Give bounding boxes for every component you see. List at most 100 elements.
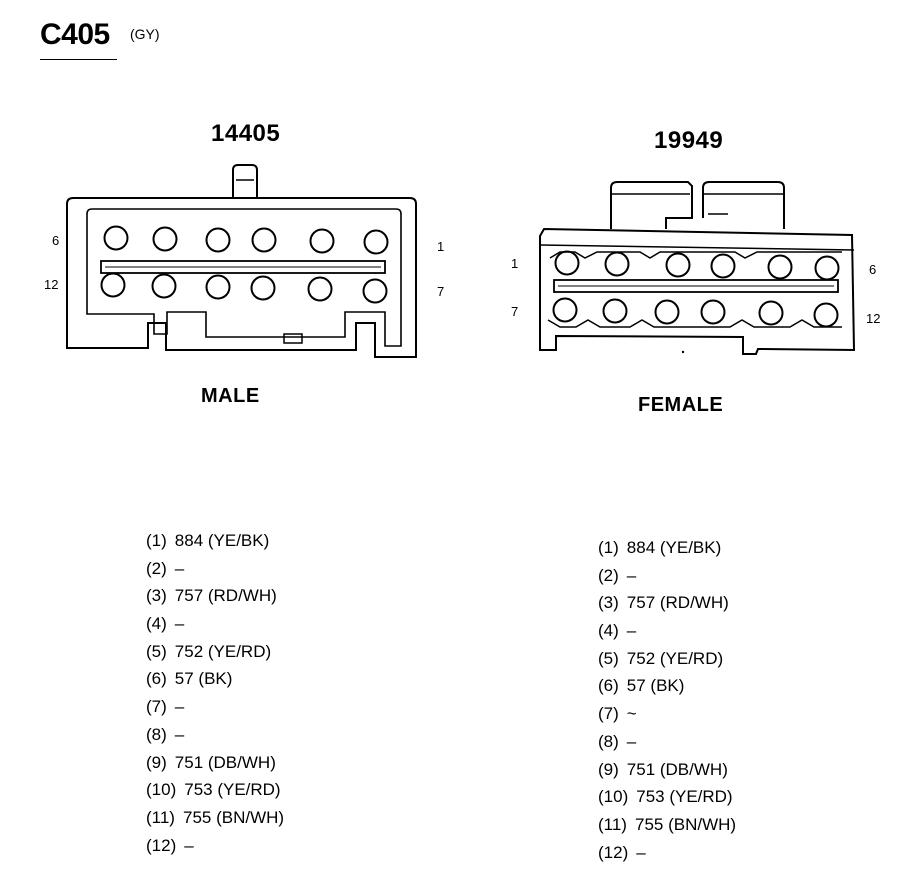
female-pin-circuit: – [626, 621, 637, 641]
male-connector [66, 164, 417, 358]
female-pin-circuit: – [626, 565, 637, 585]
male-pin-row: (5) 752 (YE/RD) [146, 642, 284, 670]
connector-diagram: 6 12 1 7 1 7 6 12 [44, 164, 880, 358]
male-pin-circuit: 57 (BK) [174, 669, 233, 689]
male-latch [232, 164, 258, 198]
female-pin-circuit: 751 (DB/WH) [626, 759, 728, 779]
male-pin-label-12: 12 [44, 277, 58, 292]
female-pin-circuit: – [636, 842, 646, 862]
female-pins-top [554, 250, 840, 281]
female-pins-bottom [552, 297, 839, 328]
male-pin-circuit: – [174, 614, 185, 634]
male-pin-row: (1) 884 (YE/BK) [146, 531, 284, 559]
male-pin-number: (10) [146, 780, 177, 800]
female-pin-number: (9) [598, 759, 619, 779]
female-pin-number: (8) [598, 731, 619, 751]
female-connector [539, 181, 856, 355]
female-pin-number: (12) [598, 842, 629, 862]
male-label: MALE [201, 385, 260, 407]
female-pin-circuit: 753 (YE/RD) [636, 787, 733, 807]
male-pin-row: (11) 755 (BN/WH) [146, 808, 284, 836]
male-pin-number: (11) [146, 807, 175, 827]
female-pin-circuit: – [626, 731, 637, 751]
male-pin-label-6: 6 [52, 233, 59, 248]
male-pin-number: (5) [146, 641, 167, 661]
female-pin-circuit: 884 (YE/BK) [626, 538, 722, 557]
male-inner-outline [86, 208, 402, 347]
female-pin-row: (4)– [598, 621, 736, 649]
male-pin-circuit: 751 (DB/WH) [174, 752, 276, 772]
male-pin-row: (2)– [146, 559, 284, 587]
female-pin-number: (11) [598, 814, 627, 834]
male-pin-row: (10) 753 (YE/RD) [146, 780, 284, 808]
female-pin-label-7: 7 [511, 304, 518, 319]
female-pin-number: (4) [598, 621, 619, 641]
male-pin-row: (4)– [146, 614, 284, 642]
female-part-number: 19949 [654, 127, 724, 154]
male-pin-label-1: 1 [437, 239, 444, 254]
male-pin-row: (12)– [146, 836, 284, 864]
male-pin-circuit: – [174, 558, 185, 578]
female-pin-number: (6) [598, 676, 619, 696]
male-pin-number: (3) [146, 586, 167, 606]
female-center-bar [553, 279, 839, 293]
male-pin-circuit: 753 (YE/RD) [184, 780, 281, 800]
female-pin-row: (8)– [598, 732, 736, 760]
female-pin-row: (5) 752 (YE/RD) [598, 649, 736, 677]
connector-color: (GY) [130, 26, 160, 42]
female-pin-row: (3) 757 (RD/WH) [598, 593, 736, 621]
female-housing [539, 227, 856, 355]
title-underline [40, 59, 117, 60]
female-pin-list: (1)884 (YE/BK)(2)–(3)757 (RD/WH)(4)–(5)7… [598, 538, 736, 870]
male-pin-number: (8) [146, 724, 167, 744]
female-latch-right [702, 181, 785, 229]
male-pin-circuit: 757 (RD/WH) [174, 586, 277, 606]
female-pin-row: (7) ~ [598, 704, 736, 732]
male-pin-list: (1)884 (YE/BK)(2)–(3)757 (RD/WH)(4)–(5)7… [146, 531, 284, 863]
female-pin-number: (10) [598, 787, 629, 807]
female-pin-circuit: 757 (RD/WH) [626, 593, 729, 613]
female-inner-top [549, 251, 842, 259]
male-pin-number: (7) [146, 697, 167, 717]
male-pin-circuit: 752 (YE/RD) [174, 641, 272, 661]
female-label: FEMALE [638, 394, 724, 416]
male-pin-circuit: 755 (BN/WH) [182, 807, 285, 827]
male-pin-number: (9) [146, 752, 167, 772]
male-pin-number: (1) [146, 531, 167, 550]
female-pin-row: (6) 57 (BK) [598, 676, 736, 704]
female-pin-number: (1) [598, 538, 619, 557]
female-pin-number: (5) [598, 648, 619, 668]
male-pin-row: (8)– [146, 725, 284, 753]
female-pin-row: (12)– [598, 843, 736, 871]
male-pin-number: (12) [146, 835, 177, 855]
female-pin-number: (3) [598, 593, 619, 613]
male-pins-top [103, 225, 389, 255]
male-pin-row: (7)– [146, 697, 284, 725]
male-pin-circuit: 884 (YE/BK) [174, 531, 270, 550]
male-pin-label-7: 7 [437, 284, 444, 299]
female-pin-number: (2) [598, 565, 619, 585]
female-pin-row: (2)– [598, 566, 736, 594]
male-pin-row: (3) 757 (RD/WH) [146, 586, 284, 614]
female-pin-label-12: 12 [866, 311, 880, 326]
female-pin-circuit: ~ [626, 704, 637, 724]
female-pin-circuit: 57 (BK) [626, 676, 685, 696]
male-pin-number: (2) [146, 558, 167, 578]
male-center-bar [100, 260, 386, 274]
male-pin-circuit: – [174, 697, 185, 717]
female-latch-left [610, 181, 693, 229]
male-pin-circuit: – [184, 835, 194, 855]
male-bottom-tab [283, 333, 303, 344]
female-inner-bottom [547, 319, 842, 328]
male-pin-circuit: – [174, 724, 185, 744]
female-pin-label-1: 1 [511, 256, 518, 271]
male-pins-bottom [100, 272, 388, 304]
female-pin-circuit: 755 (BN/WH) [634, 814, 737, 834]
female-pin-row: (11) 755 (BN/WH) [598, 815, 736, 843]
female-pin-number: (7) [598, 704, 619, 724]
male-pin-row: (9) 751 (DB/WH) [146, 753, 284, 781]
female-pin-circuit: 752 (YE/RD) [626, 648, 724, 668]
male-pin-number: (6) [146, 669, 167, 689]
male-housing [66, 197, 417, 358]
male-pin-row: (6) 57 (BK) [146, 669, 284, 697]
